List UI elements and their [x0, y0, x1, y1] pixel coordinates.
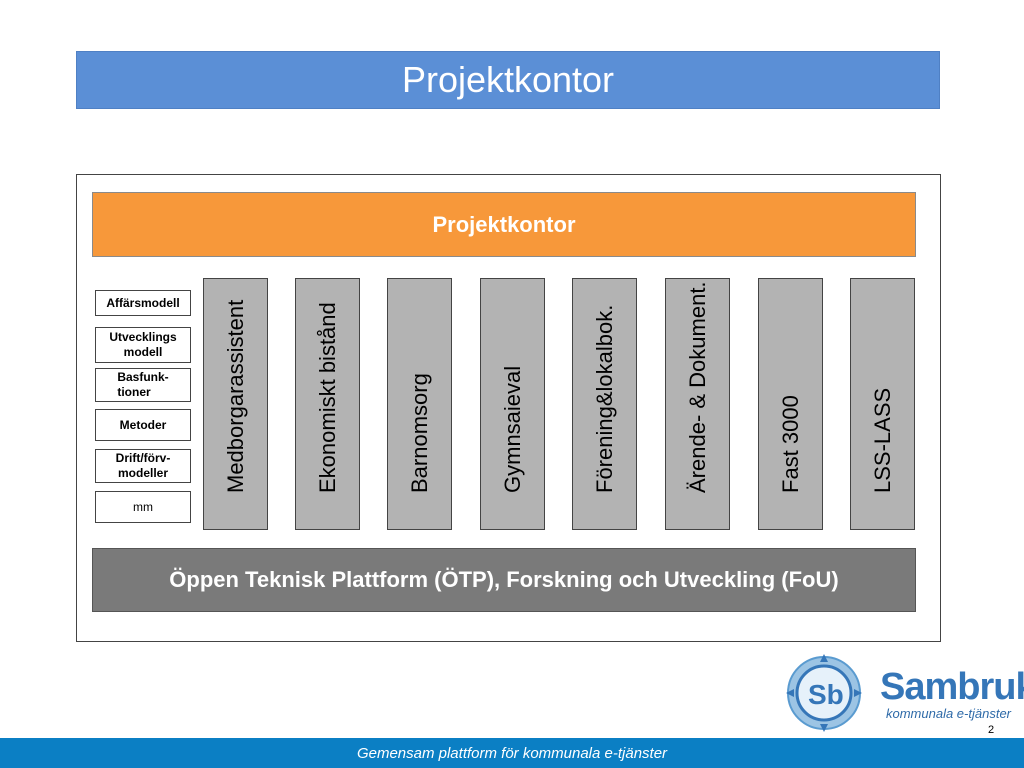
- projektkontor-box: Projektkontor: [92, 192, 916, 257]
- column-label: Medborgarassistent: [222, 299, 248, 493]
- column-medborgarassistent: Medborgarassistent: [203, 278, 268, 530]
- column-label: Ekonomiskt bistånd: [314, 302, 340, 493]
- platform-box: Öppen Teknisk Plattform (ÖTP), Forskning…: [92, 548, 916, 612]
- side-item-label: mm: [133, 499, 153, 514]
- sambruk-sb-emblem-icon: Sb: [786, 654, 862, 732]
- brand-tagline: kommunala e-tjänster: [886, 706, 1011, 721]
- side-item-label: Affärsmodell: [106, 295, 180, 310]
- projektkontor-label: Projektkontor: [432, 211, 576, 237]
- column-forening-lokalbok: Förening&lokalbok.: [572, 278, 637, 530]
- side-item-label: Basfunk- tioner: [117, 370, 169, 399]
- column-ekonomiskt-bistand: Ekonomiskt bistånd: [295, 278, 360, 530]
- svg-text:Sb: Sb: [808, 679, 844, 710]
- column-label: Gymnsaieval: [499, 365, 525, 493]
- column-label: Barnomsorg: [406, 373, 432, 493]
- side-item-affarsmodell: Affärsmodell: [95, 290, 191, 316]
- column-label: LSS-LASS: [869, 387, 895, 493]
- brand-name: Sambruk: [880, 666, 1024, 708]
- column-lss-lass: LSS-LASS: [850, 278, 915, 530]
- side-item-label: Metoder: [119, 417, 167, 432]
- column-arende-dokument: Ärende- & Dokument.: [665, 278, 730, 530]
- column-label: Ärende- & Dokument.: [684, 281, 710, 493]
- side-item-label: Drift/förv- modeller: [115, 451, 171, 480]
- side-item-basfunktioner: Basfunk- tioner: [95, 368, 191, 402]
- slide-title: Projektkontor: [401, 59, 615, 100]
- column-barnomsorg: Barnomsorg: [387, 278, 452, 530]
- column-label: Fast 3000: [777, 395, 803, 493]
- column-gymnasieval: Gymnsaieval: [480, 278, 545, 530]
- page-number: 2: [988, 724, 995, 736]
- side-item-drift-forvaltning: Drift/förv- modeller: [95, 449, 191, 483]
- column-label: Förening&lokalbok.: [591, 304, 617, 493]
- footer-text: Gemensam plattform för kommunala e-tjäns…: [356, 744, 668, 762]
- platform-label: Öppen Teknisk Plattform (ÖTP), Forskning…: [169, 567, 839, 592]
- column-fast-3000: Fast 3000: [758, 278, 823, 530]
- slide-title-bar: Projektkontor: [76, 51, 940, 109]
- footer-bar: Gemensam plattform för kommunala e-tjäns…: [0, 738, 1024, 768]
- side-item-mm: mm: [95, 491, 191, 523]
- side-item-metoder: Metoder: [95, 409, 191, 441]
- side-item-label: Utvecklings modell: [109, 330, 177, 359]
- side-item-utvecklingsmodell: Utvecklings modell: [95, 327, 191, 363]
